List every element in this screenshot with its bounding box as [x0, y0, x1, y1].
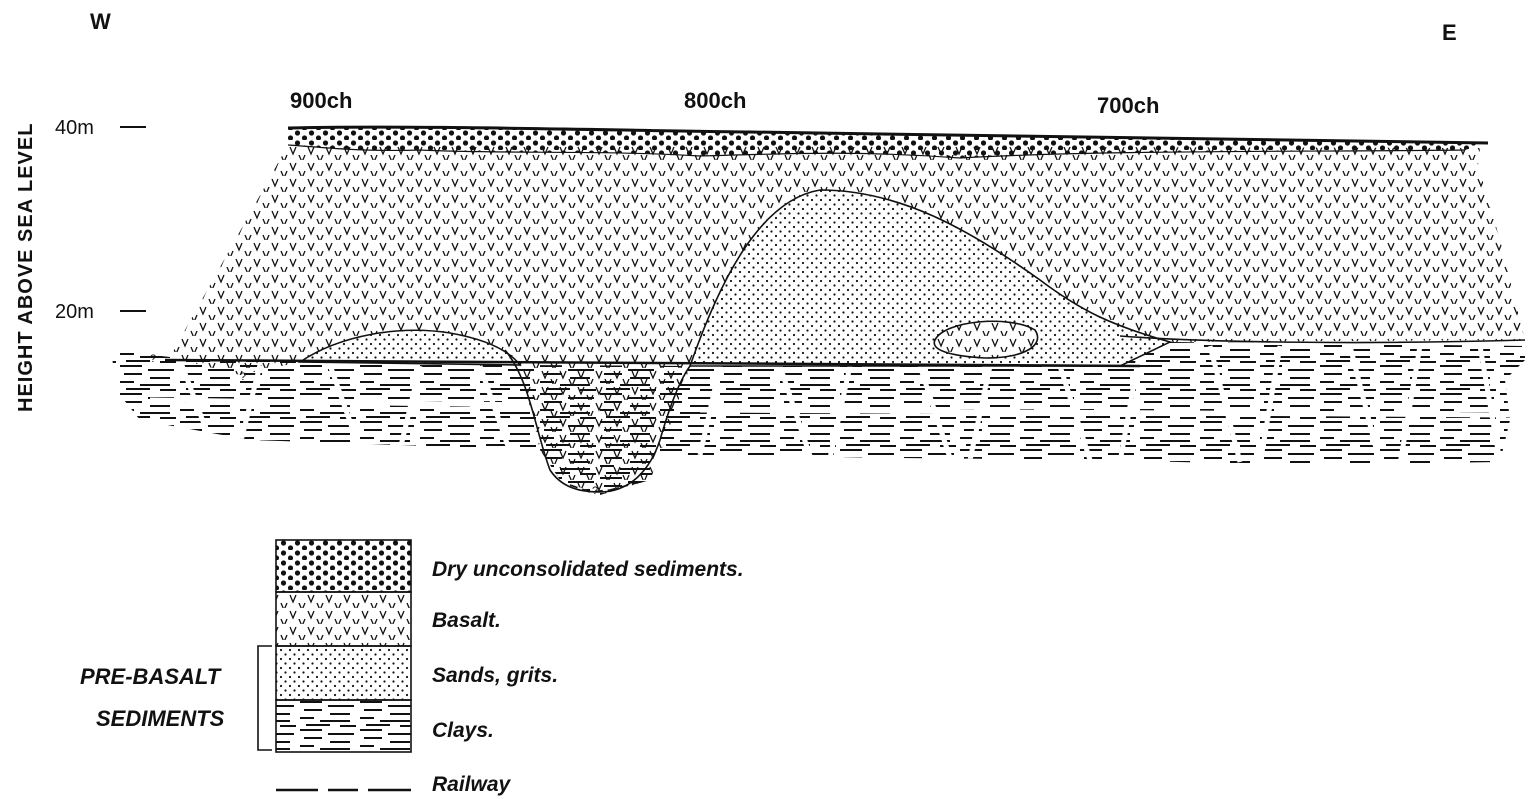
- unknown-marker-2: ?: [240, 371, 246, 383]
- pre-basalt-bracket: [258, 646, 272, 750]
- height-40m: 40m: [55, 117, 94, 139]
- unknown-marker-1: ?: [150, 353, 156, 365]
- legend-swatch-basalt: [276, 592, 411, 646]
- west-label: W: [90, 9, 111, 34]
- legend-swatch-dry: [276, 540, 411, 592]
- legend-label-sands: Sands, grits.: [432, 664, 558, 687]
- group-label-line1: PRE-BASALT: [80, 664, 222, 689]
- legend-label-basalt: Basalt.: [432, 609, 501, 632]
- section-layers: ? ? ?: [110, 127, 1525, 497]
- group-label-line2: SEDIMENTS: [96, 706, 225, 731]
- unknown-marker-3: ?: [592, 485, 598, 497]
- height-20m: 20m: [55, 301, 94, 323]
- legend-label-clays: Clays.: [432, 719, 494, 742]
- legend: Dry unconsolidated sediments. Basalt. Sa…: [80, 540, 744, 796]
- legend-label-railway: Railway: [432, 773, 512, 796]
- east-label: E: [1442, 20, 1457, 45]
- y-axis-label: HEIGHT ABOVE SEA LEVEL: [15, 123, 37, 412]
- chainage-900: 900ch: [290, 88, 352, 113]
- legend-swatch-sands: [276, 646, 411, 700]
- chainage-700: 700ch: [1097, 93, 1159, 118]
- chainage-800: 800ch: [684, 88, 746, 113]
- legend-swatch-clays: [276, 700, 411, 752]
- legend-label-dry: Dry unconsolidated sediments.: [432, 558, 744, 581]
